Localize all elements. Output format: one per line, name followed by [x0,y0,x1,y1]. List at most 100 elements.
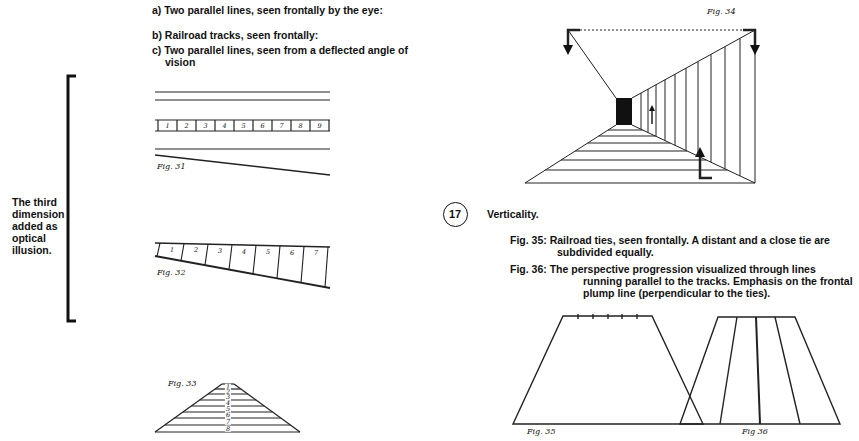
side-note: The third dimension added as optical ill… [12,196,76,256]
section-heading: Verticality. [487,208,539,220]
railroad-track [229,245,232,270]
ties-frontal [577,314,578,319]
corridor-perspective [755,30,756,183]
parallel-lines [328,120,329,131]
corridor-perspective [686,68,687,150]
railroad-track [155,256,330,288]
parallel-lines [155,148,330,149]
corridor-perspective [743,30,755,50]
figure-caption: Fig. 35: Railroad ties, seen frontally. … [510,234,850,258]
tie-number: 6 [289,249,295,256]
tie-number: 4 [221,122,227,129]
railroad-track [325,247,328,287]
tie-number: 6 [259,122,265,129]
tie-number: 3 [202,122,208,129]
corridor-perspective [568,30,755,31]
parallel-lines [176,120,177,131]
railroad-track [157,243,160,256]
parallel-lines [290,120,291,131]
ties-progression [680,317,840,424]
corridor-perspective [568,30,580,50]
parallel-lines [252,120,253,131]
bracket [68,76,76,321]
ties-frontal [636,314,637,319]
heading-text: a) Two parallel lines, seen frontally by… [152,4,383,16]
railroad-track [277,246,280,278]
circle-number: 17 [449,209,461,220]
tie-number: 3 [217,248,223,255]
corridor-perspective [608,130,642,131]
parallel-lines [195,120,196,131]
ties-frontal [513,316,703,424]
corridor-perspective [675,74,676,145]
parallel-lines [155,91,330,92]
parallel-lines [214,120,215,131]
tie-number: 4 [241,248,247,255]
tie-number: 5 [265,249,271,256]
tie-number: 1 [164,122,170,129]
figure-label: Fig. 35 [527,428,556,436]
parallel-lines [271,120,272,131]
ties-frontal [607,314,608,319]
figure-label: Fig. 31 [157,163,186,171]
parallel-lines [309,120,310,131]
corridor-perspective [616,98,632,125]
parallel-lines [155,130,330,131]
ties-frontal [592,314,593,319]
corridor-perspective [561,160,706,161]
corridor-perspective [711,54,712,162]
corridor-perspective [656,85,657,137]
ties-progression [680,317,840,424]
tie-number: 7 [313,250,319,257]
tie-number: 2 [193,247,199,254]
corridor-perspective [651,108,653,124]
railroad-track [155,243,330,288]
railroad-track [205,244,208,265]
figure-caption: Fig. 36: The perspective progression vis… [510,263,855,299]
corridor-perspective [525,125,616,183]
railroad-perspective [155,384,300,432]
corridor-perspective [632,30,755,98]
tie-number: 7 [225,418,231,425]
tie-number: 5 [240,122,246,129]
figure-label: Fig. 33 [168,380,197,388]
figure-label: Fig 36 [742,428,768,436]
corridor-perspective [665,80,666,141]
railroad-track [301,246,304,282]
ties-progression [720,317,737,424]
corridor-perspective [641,93,642,129]
parallel-lines [155,99,330,100]
corridor-perspective [725,47,726,169]
ties-progression [756,317,760,424]
corridor-perspective [599,136,656,137]
number-circle: 17 [443,202,468,227]
tie-number: 7 [278,122,284,129]
corridor-perspective [698,62,699,157]
parallel-lines [155,92,330,175]
ties-progression [775,317,800,424]
railroad-track [181,244,184,261]
corridor-perspective [648,89,649,132]
corridor-perspective [545,170,727,171]
tie-number: 2 [183,122,189,129]
bracket [68,76,76,321]
tie-number: 1 [169,247,175,254]
heading-text: b) Railroad tracks, seen frontally: [152,29,318,41]
ties-frontal [513,314,703,424]
corridor-perspective [568,30,616,98]
tie-number: 8 [297,122,303,129]
railroad-track [253,245,256,274]
parallel-lines [157,120,158,131]
figure-label: Fig. 32 [157,269,186,277]
corridor-perspective [700,152,712,178]
corridor-perspective [740,38,741,176]
tie-number: 9 [316,122,322,129]
tie-number: 8 [225,425,231,432]
corridor-perspective [525,183,755,184]
corridor-perspective [525,30,755,183]
parallel-lines [155,155,330,175]
corridor-perspective [588,143,670,144]
